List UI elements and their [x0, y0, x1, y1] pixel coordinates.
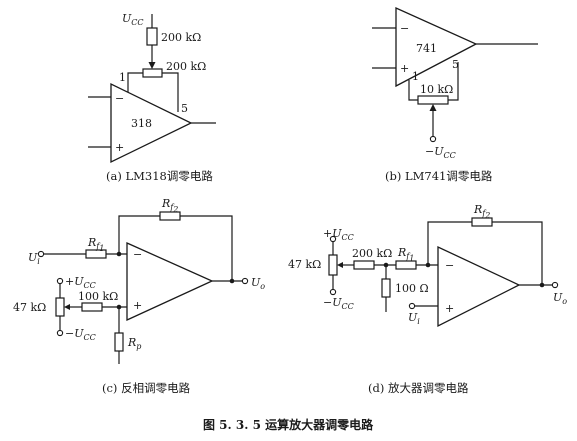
panel-a-caption: (a) LM318调零电路 [106, 169, 213, 183]
panel-c-pot-47k [55, 297, 65, 317]
panel-a-trim-pot-200k [142, 68, 163, 78]
panel-c-resistor-100k [81, 302, 103, 312]
panel-c-inverting: − + Rf2 Ui Rf1 Uo +UCC 47 kΩ −UCC 100 kΩ [13, 197, 265, 395]
panel-d-resistor-200k-label: 200 kΩ [352, 247, 392, 260]
panel-c-pot-47k-label: 47 kΩ [13, 301, 46, 314]
panel-d-resistor-200k [353, 260, 375, 270]
panel-c-plus-sign: + [133, 299, 142, 312]
panel-b-pin-1: 1 [412, 70, 419, 83]
panel-d-resistor-100ohm-label: 100 Ω [395, 282, 429, 295]
panel-a-wiper-arrow [148, 62, 156, 69]
panel-b-supply-label: −UCC [425, 145, 456, 160]
panel-a-resistor-200k-top-label: 200 kΩ [161, 31, 201, 44]
panel-c-resistor-rp [114, 332, 124, 352]
panel-c-caption: (c) 反相调零电路 [102, 381, 191, 395]
panel-c-opamp [126, 241, 214, 322]
panel-b-trim-pot-10k-label: 10 kΩ [420, 83, 453, 96]
panel-d-resistor-rf1-label: Rf1 [397, 246, 414, 263]
panel-d-resistor-100ohm [381, 278, 391, 298]
panel-b-pin-5: 5 [452, 58, 459, 71]
panel-d-neg-supply-label: −UCC [323, 296, 354, 311]
panel-d-minus-sign: − [445, 259, 454, 272]
panel-d-resistor-rf2-label: Rf2 [473, 203, 490, 220]
panel-b-lm741: 741 − + 5 1 10 kΩ −UCC (b) LM741调零电路 [372, 6, 538, 183]
panel-b-caption: (b) LM741调零电路 [385, 169, 493, 183]
panel-c-minus-sign: − [133, 248, 142, 261]
panel-c-neg-supply-label: −UCC [65, 327, 96, 342]
panel-b-trim-pot-10k [417, 95, 449, 105]
panel-c-input-label: Ui [28, 251, 40, 266]
panel-d-input-label: Ui [408, 311, 420, 326]
panel-c-output-label: Uo [251, 276, 265, 291]
panel-c-resistor-rf1-label: Rf1 [87, 236, 104, 253]
panel-c-resistor-rp-label: Rp [127, 336, 141, 351]
panel-c-resistor-100k-label: 100 kΩ [78, 290, 118, 303]
panel-a-supply-label: UCC [122, 12, 144, 27]
panel-a-pin-5: 5 [181, 102, 188, 115]
panel-b-plus-sign: + [400, 62, 409, 75]
panel-a-opamp-label: 318 [131, 117, 152, 130]
panel-b-opamp-741 [395, 6, 478, 88]
panel-a-minus-sign: − [115, 92, 124, 105]
panel-a-pin-1: 1 [119, 71, 126, 84]
panel-b-minus-sign: − [400, 22, 409, 35]
panel-c-resistor-rf2-label: Rf2 [161, 197, 178, 214]
panel-a-trim-pot-200k-label: 200 kΩ [166, 60, 206, 73]
panel-d-amplifier: − + Rf2 Uo +UCC 47 kΩ −UCC 200 kΩ Rf1 10… [288, 203, 567, 395]
panel-d-pos-supply-label: +UCC [323, 227, 354, 242]
panel-a-opamp-318 [110, 82, 193, 164]
panel-a-plus-sign: + [115, 141, 124, 154]
panel-d-plus-sign: + [445, 302, 454, 315]
panel-d-output-label: Uo [553, 291, 567, 306]
panel-d-caption: (d) 放大器调零电路 [368, 381, 469, 395]
panel-a-lm318: UCC 200 kΩ 200 kΩ 1 5 318 − + (a) LM318调… [88, 12, 216, 183]
panel-c-wiper-arrow [64, 304, 70, 310]
figure-title: 图 5. 3. 5 运算放大器调零电路 [203, 417, 374, 432]
panel-b-wiper-arrow [429, 104, 437, 111]
panel-d-pot-47k [328, 254, 338, 276]
panel-b-opamp-label: 741 [416, 42, 437, 55]
panel-a-resistor-200k-top [146, 27, 158, 46]
panel-d-opamp [437, 245, 521, 328]
panel-c-pos-supply-label: +UCC [65, 275, 96, 290]
panel-d-wiper-arrow [337, 262, 343, 268]
panel-d-pot-47k-label: 47 kΩ [288, 258, 321, 271]
